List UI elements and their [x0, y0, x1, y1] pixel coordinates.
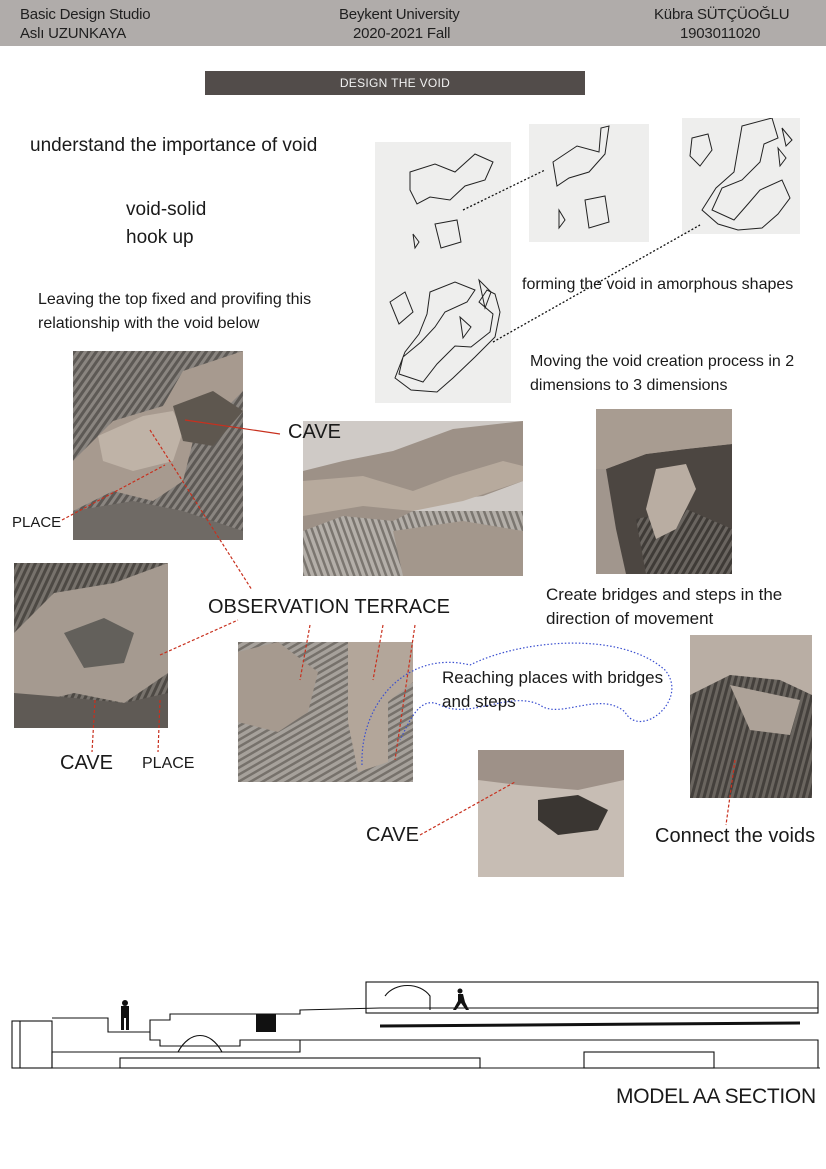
reaching-places-text: Reaching places with bridges and steps [442, 668, 664, 711]
student-id: 1903011020 [680, 25, 761, 42]
cave-label-2: CAVE [60, 752, 113, 774]
model-photo-terrace [14, 563, 168, 728]
void-sketch-small-2 [682, 118, 800, 234]
void-sketch-small [529, 124, 649, 242]
cave-label-1: CAVE [288, 421, 341, 443]
model-photo-connect [690, 635, 812, 798]
importance-text: understand the importance of void [30, 135, 318, 156]
connect-voids-text: Connect the voids [655, 825, 816, 847]
instructor-name: Aslı UZUNKAYA [20, 25, 127, 42]
university-name: Beykent University [339, 6, 460, 23]
model-photo-cave [73, 351, 243, 540]
void-sketch-large [375, 142, 511, 403]
leaving-top-text: Leaving the top fixed and provifing this… [38, 291, 312, 332]
page-title: DESIGN THE VOID [205, 71, 585, 95]
model-photo-bridges [596, 409, 732, 574]
place-label-1: PLACE [12, 514, 62, 531]
header-bar [0, 0, 826, 46]
moving-void-text: Moving the void creation process in 2 di… [530, 353, 795, 394]
void-solid-text: void-solid [126, 199, 207, 220]
term: 2020-2021 Fall [353, 25, 451, 42]
cave-label-3: CAVE [366, 824, 419, 846]
model-photo-cave-2 [478, 750, 624, 877]
student-name: Kübra SÜTÇÜOĞLU [654, 6, 790, 23]
observation-terrace-label: OBSERVATION TERRACE [208, 596, 450, 618]
model-photo-observation [238, 642, 413, 782]
place-label-2: PLACE [142, 755, 195, 772]
model-photo-layers [303, 421, 523, 576]
aa-section-drawing [11, 981, 820, 1069]
create-bridges-text: Create bridges and steps in the directio… [546, 585, 783, 628]
hook-up-text: hook up [126, 227, 194, 248]
section-title: MODEL AA SECTION [616, 1085, 816, 1108]
course-name: Basic Design Studio [20, 6, 151, 23]
amorphous-text: forming the void in amorphous shapes [522, 276, 794, 293]
